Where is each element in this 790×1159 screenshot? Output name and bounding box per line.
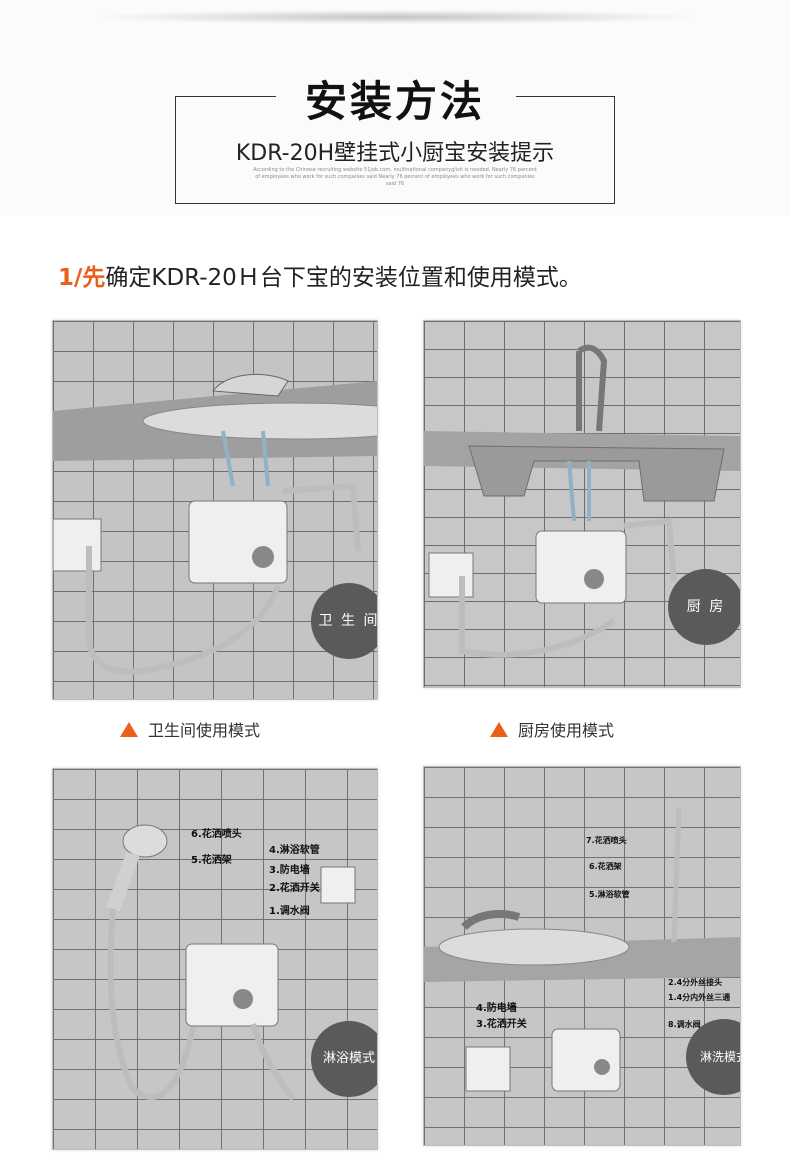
kitchen-caption: 厨房使用模式 bbox=[490, 717, 614, 741]
decorative-english-text: According to the Chinese recruiting webs… bbox=[253, 167, 537, 187]
bathroom-illustration bbox=[53, 321, 377, 699]
label-shower-switch: 2.花洒开关 bbox=[269, 883, 320, 894]
top-shadow bbox=[100, 10, 690, 24]
triangle-icon bbox=[120, 722, 138, 737]
label-water-valve: 8.调水阀 bbox=[668, 1020, 701, 1029]
label-water-valve: 1.调水阀 bbox=[269, 906, 310, 917]
page-title: 安装方法 bbox=[304, 77, 485, 126]
step-text: 确定KDR-20Ｈ台下宝的安装位置和使用模式。 bbox=[105, 265, 582, 291]
label-anti-shock-wall: 4.防电墙 bbox=[476, 1003, 517, 1014]
wash-mode-image: 7.花洒喷头 6.花洒架 5.淋浴软管 2.4分外丝接头 1.4分内外丝三通 4… bbox=[423, 766, 741, 1146]
label-anti-shock-wall: 3.防电墙 bbox=[269, 865, 310, 876]
bathroom-install-image: 卫 生 间 bbox=[52, 320, 378, 700]
kitchen-install-image: 厨 房 bbox=[423, 320, 741, 688]
kitchen-illustration bbox=[424, 321, 740, 687]
bathroom-badge: 卫 生 间 bbox=[311, 583, 377, 659]
label-shower-hose: 5.淋浴软管 bbox=[589, 890, 630, 899]
label-tee-fitting: 1.4分内外丝三通 bbox=[668, 993, 731, 1002]
bathroom-caption: 卫生间使用模式 bbox=[120, 717, 260, 741]
title-frame bbox=[175, 94, 615, 204]
step-number: 1/先 bbox=[58, 265, 106, 291]
label-shower-hose: 4.淋浴软管 bbox=[269, 845, 320, 856]
shower-mode-image: 6.花洒喷头 5.花洒架 4.淋浴软管 3.防电墙 2.花洒开关 1.调水阀 淋… bbox=[52, 768, 378, 1150]
wash-mode-badge: 淋洗模式 bbox=[686, 1019, 740, 1095]
label-shower-switch: 3.花洒开关 bbox=[476, 1019, 527, 1030]
step-heading: 1/先确定KDR-20Ｈ台下宝的安装位置和使用模式。 bbox=[58, 258, 582, 292]
header-band bbox=[0, 0, 790, 215]
label-shower-head: 6.花洒喷头 bbox=[191, 829, 242, 840]
label-male-connector: 2.4分外丝接头 bbox=[668, 978, 723, 987]
page-subtitle: KDR-20H壁挂式小厨宝安装提示 bbox=[235, 141, 555, 166]
label-shower-holder: 6.花洒架 bbox=[589, 862, 622, 871]
label-shower-holder: 5.花洒架 bbox=[191, 855, 232, 866]
shower-mode-badge: 淋浴模式 bbox=[311, 1021, 377, 1097]
wash-illustration bbox=[424, 767, 740, 1145]
kitchen-badge: 厨 房 bbox=[668, 569, 740, 645]
label-shower-head: 7.花洒喷头 bbox=[586, 836, 627, 845]
triangle-icon bbox=[490, 722, 508, 737]
